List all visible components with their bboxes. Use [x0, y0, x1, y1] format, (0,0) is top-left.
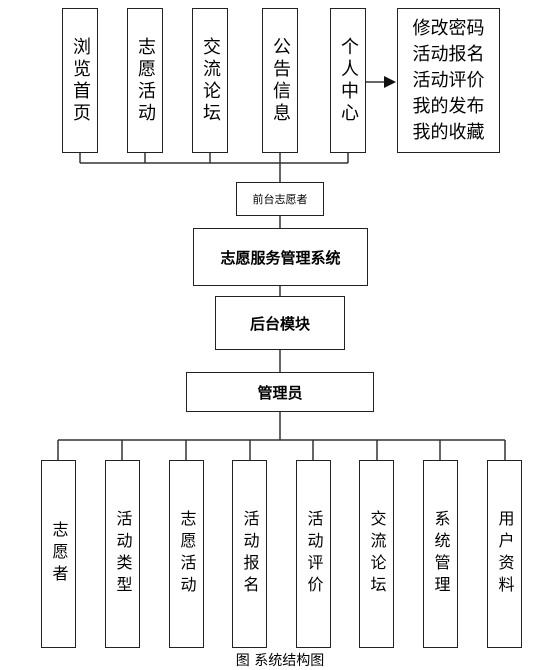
front-module-forum: 交流论坛: [192, 8, 228, 153]
front-module-forum-label: 交流论坛: [200, 36, 221, 125]
backend-label: 后台模块: [249, 314, 310, 333]
backend-node: 后台模块: [215, 296, 345, 350]
admin-module-system: 系统管理: [423, 460, 458, 648]
front-volunteer-label: 前台志愿者: [252, 193, 308, 206]
arrow-head-icon: [384, 76, 396, 88]
front-module-personal-center: 个人中心: [330, 8, 366, 153]
front-module-personal-center-label: 个人中心: [338, 36, 359, 125]
admin-module-volunteer: 志愿者: [41, 460, 76, 648]
admin-module-forum: 交流论坛: [359, 460, 394, 648]
personal-center-item: 我的发布: [412, 95, 485, 117]
admin-module-signup: 活动报名: [232, 460, 267, 648]
front-module-home-label: 浏览首页: [70, 36, 91, 125]
personal-center-item: 活动评价: [412, 69, 485, 91]
admin-module-volunteer-label: 志愿者: [49, 521, 69, 587]
admin-module-user-profile-label: 用户资料: [495, 510, 515, 598]
figure-caption: 图 系统结构图: [235, 653, 325, 669]
admin-module-activity-type-label: 活动类型: [113, 510, 133, 598]
personal-center-item: 我的收藏: [412, 121, 485, 143]
admin-module-forum-label: 交流论坛: [367, 510, 387, 598]
admin-module-activities-label: 志愿活动: [177, 510, 197, 598]
personal-center-item: 活动报名: [412, 43, 485, 65]
front-volunteer-node: 前台志愿者: [236, 182, 324, 216]
front-module-activities: 志愿活动: [127, 8, 163, 153]
personal-center-item: 修改密码: [412, 17, 485, 39]
admin-module-activity-type: 活动类型: [105, 460, 140, 648]
admin-module-user-profile: 用户资料: [487, 460, 522, 648]
front-module-notice: 公告信息: [262, 8, 298, 153]
admin-module-signup-label: 活动报名: [240, 510, 260, 598]
personal-center-list: 修改密码 活动报名 活动评价 我的发布 我的收藏: [397, 8, 500, 153]
system-node: 志愿服务管理系统: [193, 228, 368, 286]
admin-module-evaluation-label: 活动评价: [304, 510, 324, 598]
admin-module-system-label: 系统管理: [431, 510, 451, 598]
admin-module-evaluation: 活动评价: [296, 460, 331, 648]
front-module-notice-label: 公告信息: [270, 36, 291, 125]
front-module-home: 浏览首页: [62, 8, 98, 153]
system-label: 志愿服务管理系统: [220, 248, 341, 267]
admin-module-activities: 志愿活动: [169, 460, 204, 648]
admin-label: 管理员: [257, 383, 303, 402]
front-module-activities-label: 志愿活动: [135, 36, 156, 125]
admin-node: 管理员: [186, 372, 374, 412]
